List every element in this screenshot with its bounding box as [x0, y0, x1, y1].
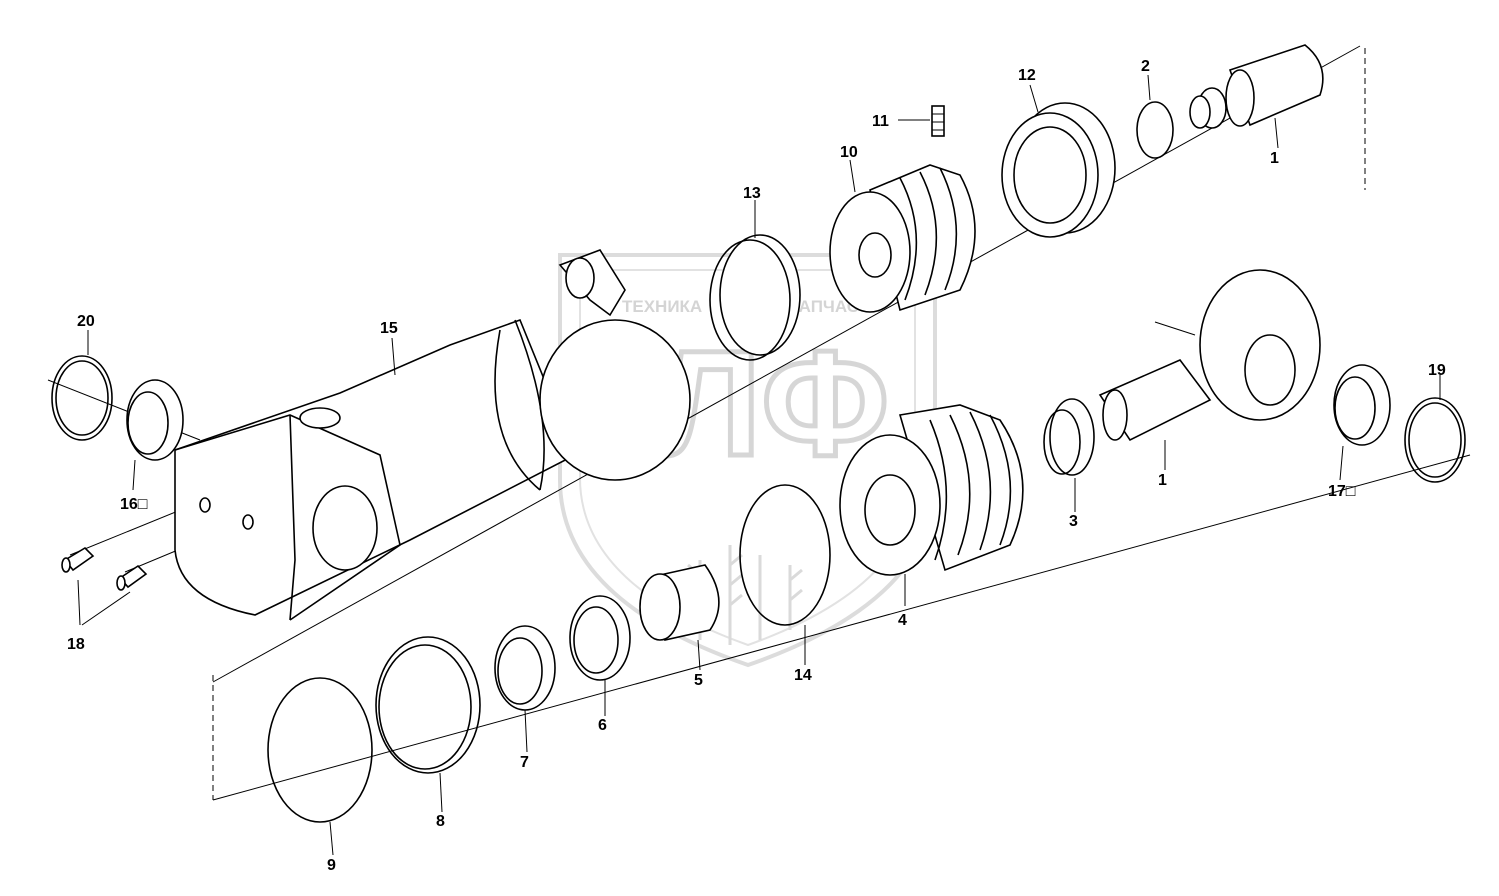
label-part-12: 12: [1018, 67, 1036, 84]
watermark-text-left: ТЕХНИКА: [622, 297, 702, 316]
label-part-11: 11: [872, 113, 889, 130]
label-part-18: 18: [67, 636, 85, 653]
leader-lines: [87, 74, 1441, 856]
label-part-7: 7: [520, 754, 529, 771]
nut-12: [1001, 102, 1116, 238]
bushing-5: [639, 564, 720, 641]
o-ring-9: [267, 677, 373, 823]
label-part-8: 8: [436, 813, 445, 830]
label-part-1-top: 1: [1270, 150, 1279, 167]
part-labels: 1 2 12 11 10 13 15 20 16□ 18 19 1 17□ 3 …: [67, 58, 1446, 874]
o-ring-2: [1136, 101, 1174, 159]
label-part-2: 2: [1141, 58, 1150, 75]
label-part-4: 4: [898, 612, 907, 629]
seal-6: [569, 595, 631, 681]
label-part-5: 5: [694, 672, 703, 689]
label-part-20: 20: [77, 313, 95, 330]
rod-eye-1: [1098, 269, 1321, 442]
ring-20: [51, 355, 113, 441]
cylinder-head-4: [839, 404, 1024, 576]
grease-nipples-18: [61, 546, 148, 626]
ring-8: [375, 636, 481, 774]
label-part-1-bottom: 1: [1158, 472, 1167, 489]
label-part-19: 19: [1428, 362, 1446, 379]
set-screw-11: [898, 105, 945, 137]
label-part-9: 9: [327, 857, 336, 874]
ring-13: [709, 234, 801, 361]
label-part-15: 15: [380, 320, 398, 337]
bush-3: [1043, 398, 1095, 476]
label-part-3: 3: [1069, 513, 1078, 530]
wiper-7: [494, 625, 556, 711]
label-part-6: 6: [598, 717, 607, 734]
cylinder-tube: [174, 318, 691, 621]
piston-rod-top: [1189, 44, 1324, 129]
bushing-17: [1333, 364, 1391, 446]
elbow-fitting: [558, 249, 626, 317]
o-ring-14: [739, 484, 831, 626]
piston-10: [829, 164, 976, 313]
label-part-10: 10: [840, 144, 858, 161]
bushing-16: [126, 379, 184, 461]
label-part-13: 13: [743, 185, 761, 202]
label-part-16: 16□: [120, 496, 148, 513]
ring-19: [1404, 397, 1466, 483]
label-part-17: 17□: [1328, 483, 1356, 500]
label-part-14: 14: [794, 667, 812, 684]
